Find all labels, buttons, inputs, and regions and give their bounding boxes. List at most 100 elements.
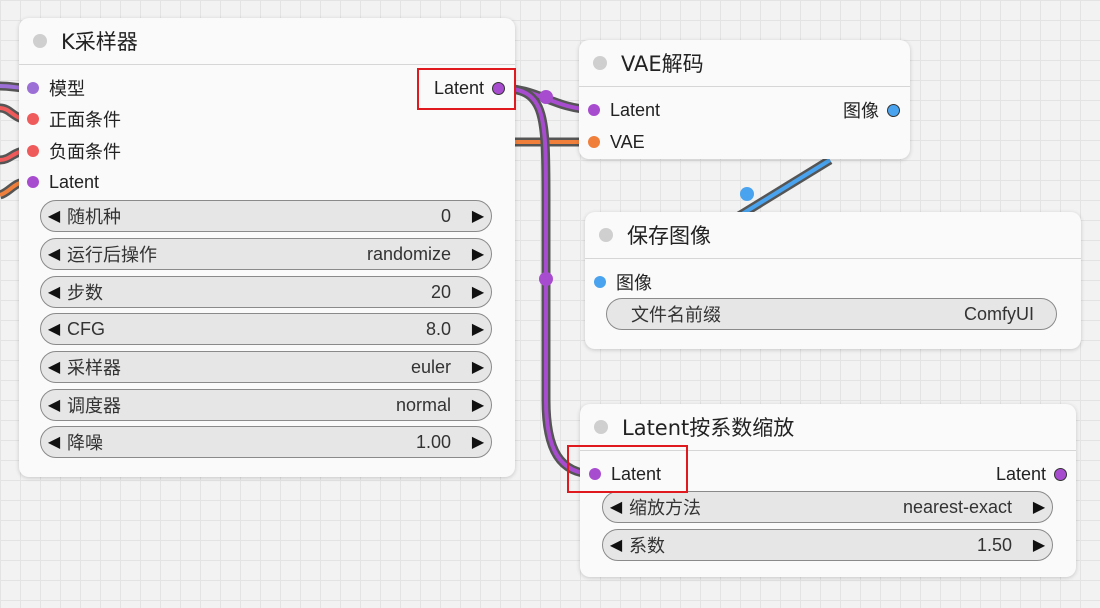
increment-arrow[interactable]: ▶ [471,246,485,263]
highlight-box-ksampler-latent-output [417,68,516,110]
slot-dot[interactable] [887,103,900,117]
node-header[interactable]: K采样器 [19,18,515,65]
slot-label: Latent [49,171,100,192]
node-title: Latent按系数缩放 [622,416,795,440]
widget-value: nearest-exact [902,496,1012,517]
widget-label: 文件名前缀 [631,305,721,325]
increment-arrow[interactable]: ▶ [1032,499,1046,516]
slot-label: 负面条件 [49,142,121,162]
decrement-arrow[interactable]: ◀ [47,246,61,263]
save-image-node[interactable]: 保存图像 图像 文件名前缀 ComfyUI [585,212,1081,349]
link-latent-scale-midpoint [539,272,553,286]
widget-value: 20 [430,281,451,302]
collapse-dot[interactable] [599,228,613,242]
node-header[interactable]: Latent按系数缩放 [580,404,1076,451]
widget-value: 1.50 [976,534,1012,555]
slot-dot[interactable] [27,145,39,157]
input-slot-positive[interactable]: 正面条件 [27,107,121,131]
widget-scheduler[interactable]: ◀ 调度器 normal ▶ [40,389,492,421]
increment-arrow[interactable]: ▶ [471,397,485,414]
node-header[interactable]: VAE解码 [579,40,910,87]
input-slot-vae[interactable]: VAE [588,130,645,154]
collapse-dot[interactable] [594,420,608,434]
output-slot-latent[interactable]: Latent [434,76,505,100]
slot-dot[interactable] [588,136,600,148]
increment-arrow[interactable]: ▶ [471,321,485,338]
widget-steps[interactable]: ◀ 步数 20 ▶ [40,276,492,308]
vae-decode-node[interactable]: VAE解码 Latent VAE 图像 [579,40,910,159]
widget-label: 采样器 [67,358,121,378]
input-slot-latent[interactable]: Latent [588,98,660,122]
decrement-arrow[interactable]: ◀ [609,537,623,554]
link-image-midpoint [740,187,754,201]
widget-label: 系数 [629,536,665,556]
input-slot-model[interactable]: 模型 [27,76,85,100]
widget-label: 随机种 [67,207,121,227]
widget-upscale-method[interactable]: ◀ 缩放方法 nearest-exact ▶ [602,491,1053,523]
slot-label: 正面条件 [49,110,121,130]
widget-label: CFG [67,318,105,339]
slot-dot[interactable] [1054,467,1067,481]
widget-sampler[interactable]: ◀ 采样器 euler ▶ [40,351,492,383]
input-slot-negative[interactable]: 负面条件 [27,139,121,163]
widget-scale-by[interactable]: ◀ 系数 1.50 ▶ [602,529,1053,561]
widget-value: randomize [366,243,451,264]
widget-cfg[interactable]: ◀ CFG 8.0 ▶ [40,313,492,345]
widget-value: 1.00 [415,431,451,452]
decrement-arrow[interactable]: ◀ [47,208,61,225]
collapse-dot[interactable] [33,34,47,48]
increment-arrow[interactable]: ▶ [1032,537,1046,554]
slot-label: Latent [995,463,1046,484]
output-slot-latent[interactable]: Latent [996,462,1067,486]
widget-value: 8.0 [425,318,451,339]
widget-value: normal [395,394,451,415]
input-slot-latent[interactable]: Latent [27,170,99,194]
decrement-arrow[interactable]: ◀ [47,434,61,451]
widget-label: 步数 [67,283,103,303]
slot-dot[interactable] [594,276,606,288]
decrement-arrow[interactable]: ◀ [47,321,61,338]
increment-arrow[interactable]: ▶ [471,208,485,225]
collapse-dot[interactable] [593,56,607,70]
input-slot-latent[interactable]: Latent [589,462,661,486]
slot-label: VAE [610,131,645,152]
widget-seed[interactable]: ◀ 随机种 0 ▶ [40,200,492,232]
decrement-arrow[interactable]: ◀ [47,397,61,414]
node-title: 保存图像 [627,224,711,248]
slot-label: 图像 [843,101,879,121]
slot-label: Latent [433,77,484,98]
decrement-arrow[interactable]: ◀ [609,499,623,516]
widget-label: 调度器 [67,396,121,416]
widget-label: 降噪 [67,433,103,453]
slot-dot[interactable] [588,104,600,116]
increment-arrow[interactable]: ▶ [471,434,485,451]
widget-filename-prefix[interactable]: 文件名前缀 ComfyUI [606,298,1057,330]
increment-arrow[interactable]: ▶ [471,284,485,301]
slot-dot[interactable] [492,81,505,95]
slot-label: Latent [610,99,661,120]
node-header[interactable]: 保存图像 [585,212,1081,259]
widget-label: 运行后操作 [67,245,157,265]
slot-dot[interactable] [27,113,39,125]
node-title: VAE解码 [621,52,704,76]
decrement-arrow[interactable]: ◀ [47,284,61,301]
slot-label: Latent [611,463,662,484]
widget-label: 缩放方法 [629,498,701,518]
slot-dot[interactable] [27,176,39,188]
decrement-arrow[interactable]: ◀ [47,359,61,376]
slot-label: 模型 [49,79,85,99]
output-slot-image[interactable]: 图像 [843,98,900,122]
ksampler-node[interactable]: K采样器 模型 正面条件 负面条件 Latent Latent ◀ 随机种 0 … [19,18,515,477]
highlight-box-latent-scale-input [567,445,688,493]
increment-arrow[interactable]: ▶ [471,359,485,376]
widget-value: 0 [440,205,451,226]
slot-label: 图像 [616,273,652,293]
widget-denoise[interactable]: ◀ 降噪 1.00 ▶ [40,426,492,458]
link-latent-vae-midpoint [539,90,553,104]
link-latent-scale-color [497,86,595,476]
slot-dot[interactable] [589,468,601,480]
latent-scale-node[interactable]: Latent按系数缩放 Latent Latent ◀ 缩放方法 nearest… [580,404,1076,577]
slot-dot[interactable] [27,82,39,94]
input-slot-image[interactable]: 图像 [594,270,652,294]
widget-control-after-generate[interactable]: ◀ 运行后操作 randomize ▶ [40,238,492,270]
